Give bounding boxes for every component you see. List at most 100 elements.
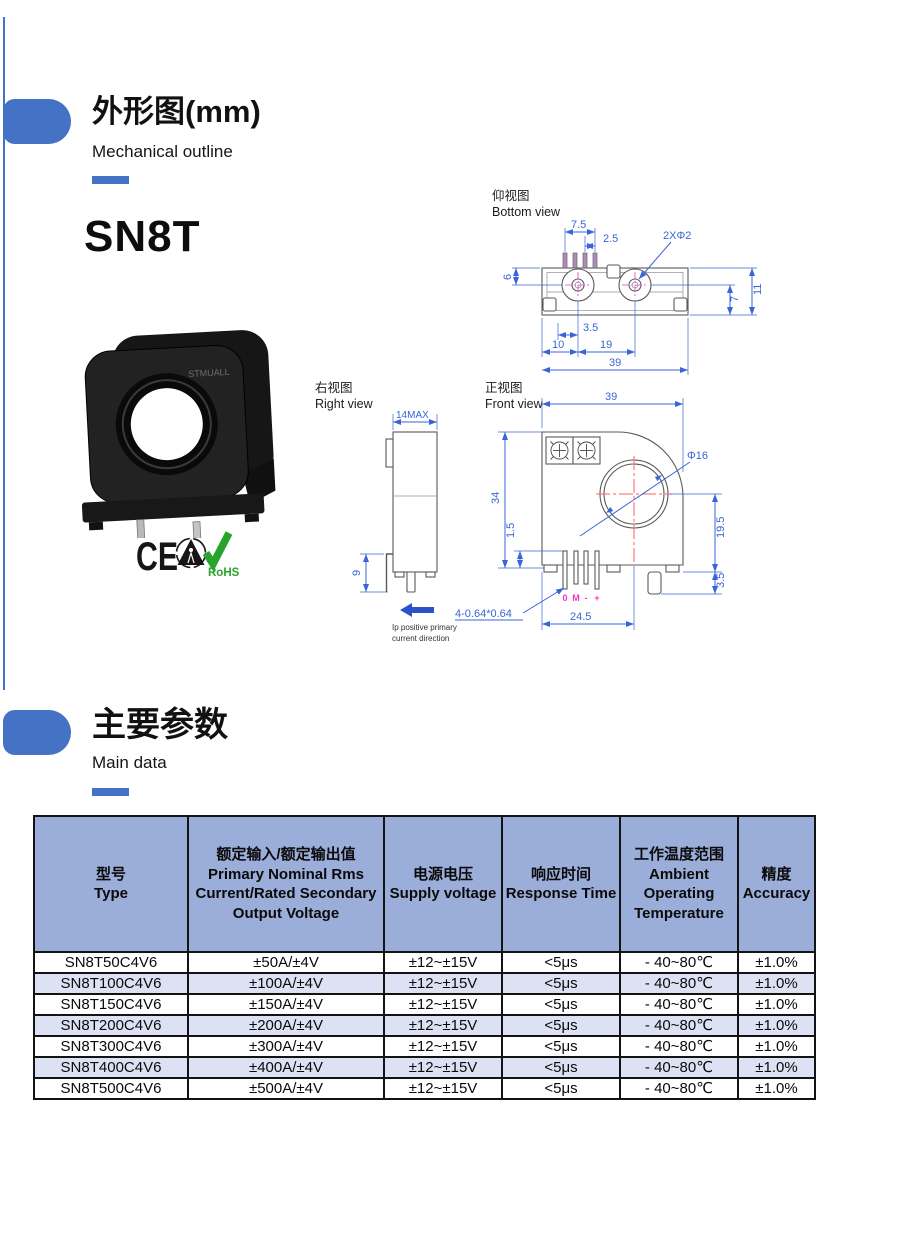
- table-cell: ±150A/±4V: [187, 993, 385, 1016]
- svg-text:M: M: [572, 593, 580, 603]
- col-header-zh: 精度: [761, 865, 792, 883]
- table-cell: ±500A/±4V: [187, 1077, 385, 1100]
- section-accent-pill: [3, 99, 71, 144]
- table-cell: ±12~±15V: [383, 1035, 503, 1058]
- arrow-note-line2: current direction: [392, 634, 449, 643]
- svg-text:6: 6: [502, 274, 514, 280]
- bottom-view-label-en: Bottom view: [492, 205, 561, 219]
- table-cell: ±50A/±4V: [187, 951, 385, 974]
- table-cell: ±1.0%: [737, 1035, 816, 1058]
- svg-text:Φ16: Φ16: [687, 450, 708, 462]
- col-header-en: Primary Nominal Rms Current/Rated Second…: [195, 865, 377, 922]
- table-cell: - 40~80℃: [619, 993, 739, 1016]
- svg-text:4-0.64*0.64: 4-0.64*0.64: [455, 608, 512, 620]
- table-cell: <5μs: [501, 993, 621, 1016]
- front-view-body: [541, 431, 684, 595]
- table-cell: SN8T500C4V6: [33, 1077, 189, 1100]
- table-cell: - 40~80℃: [619, 972, 739, 995]
- left-accent-line: [3, 17, 5, 690]
- table-cell: - 40~80℃: [619, 951, 739, 974]
- svg-text:7.5: 7.5: [571, 219, 586, 231]
- table-row: SN8T100C4V6±100A/±4V±12~±15V<5μs- 40~80℃…: [33, 972, 816, 995]
- svg-text:1.5: 1.5: [505, 523, 517, 538]
- svg-text:19: 19: [600, 339, 612, 351]
- spec-table-body: SN8T50C4V6±50A/±4V±12~±15V<5μs- 40~80℃±1…: [33, 951, 816, 1100]
- col-header-en: Ambient Operating Temperature: [634, 865, 724, 922]
- col-header-en: Supply voltage: [389, 885, 497, 902]
- svg-text:11: 11: [752, 284, 764, 295]
- svg-text:39: 39: [609, 357, 621, 369]
- col-header-zh: 响应时间: [530, 865, 591, 883]
- col-header-response-time: 响应时间 Response Time: [501, 815, 621, 953]
- section-accent-pill: [3, 710, 71, 755]
- check-icon: [202, 531, 233, 572]
- svg-text:19.5: 19.5: [715, 517, 727, 538]
- right-view-label-en: Right view: [315, 397, 374, 411]
- table-cell: <5μs: [501, 951, 621, 974]
- table-cell: ±200A/±4V: [187, 1014, 385, 1037]
- col-header-en: Response Time: [505, 885, 617, 902]
- table-row: SN8T50C4V6±50A/±4V±12~±15V<5μs- 40~80℃±1…: [33, 951, 816, 974]
- product-photo: STMUALL: [81, 330, 276, 538]
- col-header-en: Type: [94, 885, 128, 902]
- table-cell: <5μs: [501, 1014, 621, 1037]
- table-cell: <5μs: [501, 1035, 621, 1058]
- col-header-zh: 工作温度范围: [633, 846, 724, 863]
- table-cell: - 40~80℃: [619, 1035, 739, 1058]
- svg-text:3.5: 3.5: [715, 573, 727, 588]
- bottom-view-body: [541, 252, 689, 316]
- svg-text:10: 10: [552, 339, 564, 351]
- table-cell: ±1.0%: [737, 993, 816, 1016]
- section-title-en: Main data: [92, 753, 167, 772]
- table-cell: ±1.0%: [737, 1056, 816, 1079]
- arrow-note-line1: Ip positive primary: [392, 623, 457, 632]
- table-cell: ±12~±15V: [383, 993, 503, 1016]
- table-cell: ±12~±15V: [383, 1014, 503, 1037]
- front-view-label-zh: 正视图: [485, 380, 523, 395]
- table-cell: - 40~80℃: [619, 1014, 739, 1037]
- table-row: SN8T500C4V6±500A/±4V±12~±15V<5μs- 40~80℃…: [33, 1077, 816, 1100]
- table-cell: ±400A/±4V: [187, 1056, 385, 1079]
- front-view-dimensions: 39 34 1.5 Φ16 19.5 3.5 24.5 4-0.64*0.64: [455, 391, 727, 630]
- table-cell: SN8T300C4V6: [33, 1035, 189, 1058]
- table-cell: - 40~80℃: [619, 1077, 739, 1100]
- svg-text:2XΦ2: 2XΦ2: [663, 230, 691, 242]
- table-cell: SN8T150C4V6: [33, 993, 189, 1016]
- svg-text:14MAX: 14MAX: [396, 410, 429, 421]
- section-title-zh: 主要参数: [92, 706, 228, 744]
- svg-text:+: +: [594, 593, 599, 603]
- table-cell: ±12~±15V: [383, 1056, 503, 1079]
- table-cell: SN8T100C4V6: [33, 972, 189, 995]
- svg-text:24.5: 24.5: [570, 611, 591, 623]
- rohs-mark: RoHS: [202, 531, 240, 579]
- svg-text:9: 9: [351, 570, 363, 576]
- table-cell: <5μs: [501, 1077, 621, 1100]
- table-cell: - 40~80℃: [619, 1056, 739, 1079]
- front-view-pin-labels: 0 M - +: [562, 593, 599, 603]
- spec-table: 型号 Type 额定输入/额定输出值 Primary Nominal Rms C…: [33, 815, 816, 1100]
- table-cell: ±12~±15V: [383, 972, 503, 995]
- bottom-view-dimensions: 7.5 2.5 2XΦ2 6 11 7 3.5 10 19 39: [502, 219, 764, 375]
- table-cell: ±300A/±4V: [187, 1035, 385, 1058]
- svg-text:34: 34: [490, 492, 502, 504]
- table-row: SN8T300C4V6±300A/±4V±12~±15V<5μs- 40~80℃…: [33, 1035, 816, 1058]
- table-cell: SN8T200C4V6: [33, 1014, 189, 1037]
- table-cell: ±1.0%: [737, 1014, 816, 1037]
- center-lines: [565, 272, 648, 298]
- col-header-operating-temperature: 工作温度范围 Ambient Operating Temperature: [619, 815, 739, 953]
- col-header-en: Accuracy: [742, 885, 811, 902]
- esd-mark-icon: [175, 537, 207, 569]
- table-cell: ±12~±15V: [383, 951, 503, 974]
- right-view-drawing: 右视图 Right view 14MAX 9 Ip positive prima…: [315, 380, 457, 643]
- svg-text:7: 7: [729, 296, 741, 302]
- certification-marks: CE RoHS: [136, 531, 240, 579]
- table-cell: SN8T50C4V6: [33, 951, 189, 974]
- front-view-drawing: 正视图 Front view: [455, 380, 727, 630]
- table-cell: <5μs: [501, 972, 621, 995]
- front-view-label-en: Front view: [485, 397, 544, 411]
- table-cell: ±1.0%: [737, 951, 816, 974]
- svg-text:2.5: 2.5: [603, 233, 618, 245]
- table-cell: ±1.0%: [737, 1077, 816, 1100]
- table-cell: ±100A/±4V: [187, 972, 385, 995]
